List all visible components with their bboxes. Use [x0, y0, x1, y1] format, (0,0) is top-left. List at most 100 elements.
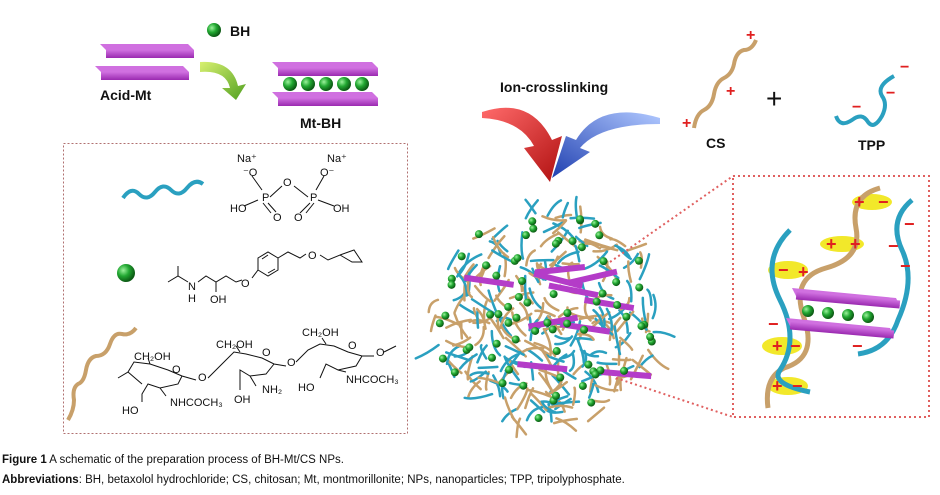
- polymer-strand: [528, 287, 544, 311]
- polymer-strand: [529, 399, 546, 414]
- polymer-strand: [530, 392, 548, 412]
- bh-ball: [486, 310, 495, 319]
- polymer-strand: [622, 252, 640, 270]
- polymer-strand: [534, 309, 556, 318]
- bh-ball: [637, 322, 646, 331]
- bh-ball: [551, 239, 560, 248]
- legend-box: [63, 143, 408, 434]
- polymer-strand: [427, 298, 440, 314]
- bh-ball: [511, 335, 520, 344]
- svg-text:O: O: [262, 347, 271, 359]
- polymer-strand: [546, 380, 569, 396]
- polymer-strand: [561, 201, 570, 219]
- svg-text:CH₂OH: CH₂OH: [134, 351, 171, 363]
- polymer-strand: [501, 407, 518, 423]
- bh-ball: [592, 297, 601, 306]
- mt-plate: [583, 297, 635, 312]
- polymer-strand: [414, 343, 440, 360]
- polymer-strand: [491, 235, 510, 259]
- svg-text:CH₂OH: CH₂OH: [216, 339, 253, 351]
- bh-ball: [635, 283, 644, 292]
- polymer-strand: [492, 374, 502, 398]
- abbreviations-label: Abbreviations: [2, 474, 79, 486]
- polymer-strand: [559, 349, 576, 360]
- cs-strand-icon: [66, 326, 138, 422]
- bh-ball: [576, 215, 585, 224]
- polymer-strand: [576, 332, 595, 341]
- mt-plate: [533, 270, 584, 290]
- polymer-strand: [552, 417, 579, 425]
- bh-ball: [498, 379, 507, 388]
- polymer-strand: [504, 345, 525, 356]
- polymer-strand: [592, 398, 611, 403]
- charge-minus: −: [886, 85, 895, 102]
- polymer-strand: [556, 250, 580, 265]
- bh-ball: [620, 366, 629, 375]
- svg-text:NHCOCH₃: NHCOCH₃: [170, 397, 223, 409]
- plus-sign: +: [766, 83, 782, 114]
- polymer-strand: [542, 327, 552, 357]
- zoom-box: [732, 175, 930, 418]
- polymer-strand: [589, 350, 608, 357]
- betaxolol-structure: N H OH O O: [167, 249, 363, 306]
- bh-ball: [487, 353, 496, 362]
- polymer-strand: [479, 344, 488, 360]
- cs-label: CS: [706, 135, 725, 151]
- polymer-strand: [482, 300, 488, 330]
- bh-ball: [523, 298, 532, 307]
- mt-plate: [527, 314, 579, 330]
- polymer-strand: [524, 199, 540, 220]
- bh-label: BH: [230, 23, 250, 39]
- tpp-structure: Na⁺ Na⁺ ⁻O O O⁻ P P HO O O OH: [230, 153, 350, 224]
- svg-text:−: −: [778, 260, 789, 280]
- polymer-strand: [584, 370, 600, 394]
- bh-ball: [518, 277, 527, 286]
- polymer-strand: [543, 296, 560, 312]
- bh-ball: [435, 319, 444, 328]
- zoom-charges: +− ++ −− −+ −− +− − +−: [768, 192, 915, 396]
- polymer-strand: [475, 307, 486, 324]
- acid-mt-label: Acid-Mt: [100, 87, 152, 103]
- polymer-strand: [477, 365, 499, 370]
- svg-text:+: +: [854, 192, 865, 212]
- bh-ball: [587, 398, 596, 407]
- bh-ball: [528, 217, 537, 226]
- bh-ball: [450, 368, 459, 377]
- bh-ball: [513, 254, 522, 263]
- polymer-strand: [551, 374, 571, 396]
- charge-plus: +: [682, 115, 691, 132]
- bh-ball: [474, 230, 483, 239]
- mt-bh-label: Mt-BH: [300, 115, 341, 131]
- svg-text:NHCOCH₃: NHCOCH₃: [346, 374, 399, 386]
- svg-text:O: O: [273, 212, 282, 224]
- figure-text: A schematic of the preparation process o…: [46, 454, 344, 466]
- tpp-strand-icon: [121, 179, 205, 200]
- polymer-strand: [611, 358, 632, 362]
- svg-text:−: −: [768, 314, 779, 334]
- polymer-strand: [646, 288, 653, 307]
- mt-plate: [463, 274, 515, 288]
- polymer-strand: [519, 266, 540, 284]
- polymer-strand: [525, 249, 536, 267]
- polymer-strand: [578, 314, 604, 321]
- svg-text:OH: OH: [210, 294, 227, 306]
- bh-ball: [505, 365, 514, 374]
- polymer-strand: [515, 417, 522, 439]
- svg-text:O: O: [308, 250, 317, 262]
- polymer-strand: [569, 320, 582, 347]
- svg-text:O: O: [172, 364, 181, 376]
- polymer-strand: [524, 387, 535, 410]
- polymer-strand: [516, 387, 529, 411]
- polymer-strand: [453, 312, 469, 339]
- svg-text:OH: OH: [333, 203, 350, 215]
- polymer-strand: [533, 341, 557, 358]
- polymer-strand: [458, 253, 483, 273]
- figure-caption: Figure 1 A schematic of the preparation …: [2, 454, 344, 466]
- bh-ball: [595, 231, 604, 240]
- polymer-strand: [518, 302, 529, 321]
- cs-strand: [692, 39, 758, 129]
- figure-label: Figure 1: [2, 454, 47, 466]
- bh-ball: [613, 301, 622, 310]
- bh-ball: [482, 261, 491, 270]
